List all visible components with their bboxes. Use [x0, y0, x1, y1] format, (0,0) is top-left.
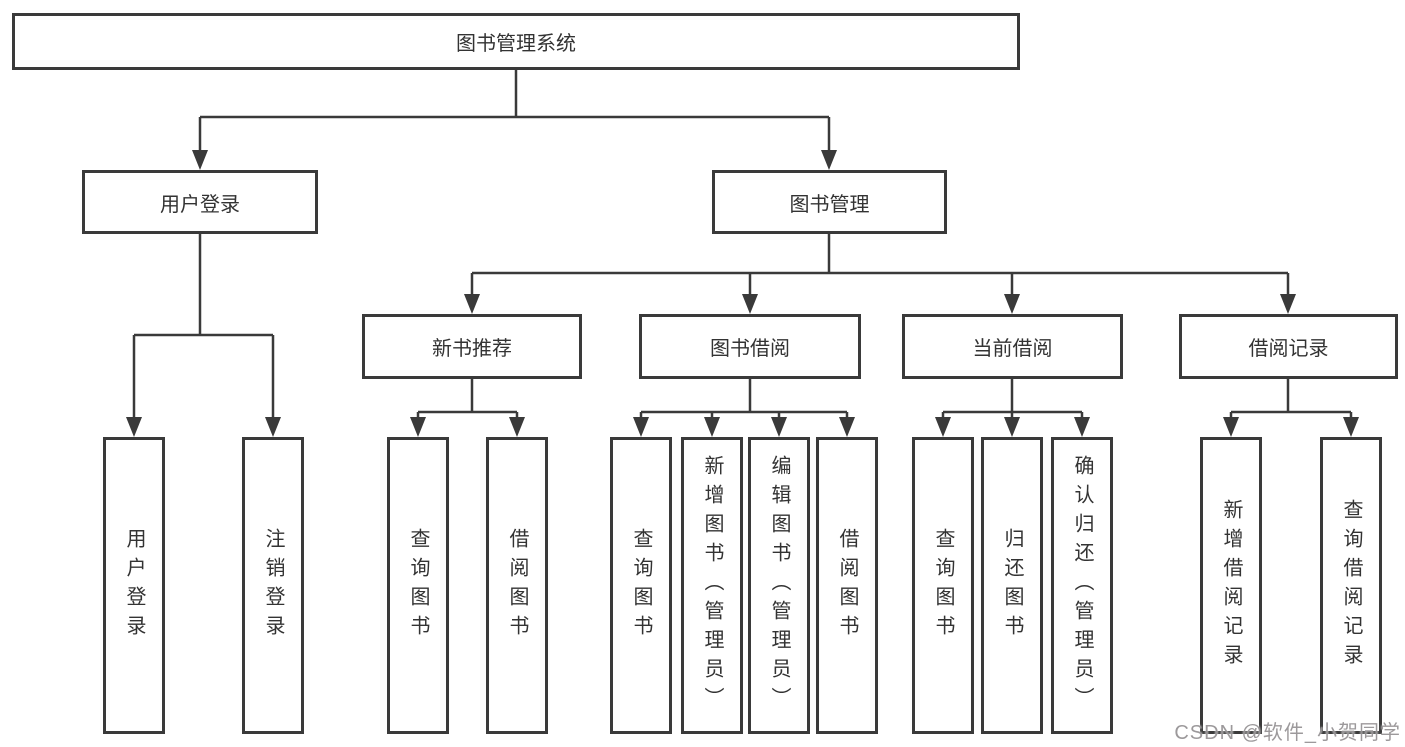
leaf-add-borrow-record-label: 新增借阅记录 — [1220, 498, 1242, 673]
leaf-query-book-3-label: 查询图书 — [932, 527, 954, 644]
leaf-user-login: 用户登录 — [103, 437, 165, 734]
leaf-confirm-return-admin: 确认归还（管理员） — [1051, 437, 1113, 734]
node-book-borrow-label: 图书借阅 — [710, 338, 790, 360]
leaf-query-book-3: 查询图书 — [912, 437, 974, 734]
leaf-edit-book-admin-label: 编辑图书（管理员） — [768, 455, 790, 716]
node-user-login-label: 用户登录 — [160, 193, 240, 216]
node-borrow-record-label: 借阅记录 — [1248, 338, 1329, 360]
leaf-logout: 注销登录 — [242, 437, 304, 734]
leaf-logout-label: 注销登录 — [262, 527, 284, 644]
node-book-management-label: 图书管理 — [789, 193, 870, 216]
leaf-query-book-1: 查询图书 — [387, 437, 449, 734]
leaf-borrow-book-2-label: 借阅图书 — [836, 527, 858, 644]
leaf-query-book-2-label: 查询图书 — [630, 527, 652, 644]
node-new-book-recommend-label: 新书推荐 — [432, 338, 512, 360]
node-current-borrow-label: 当前借阅 — [972, 338, 1053, 360]
node-user-login: 用户登录 — [82, 170, 318, 234]
node-new-book-recommend: 新书推荐 — [362, 314, 582, 379]
node-current-borrow: 当前借阅 — [902, 314, 1123, 379]
csdn-watermark: CSDN @软件_小贺同学 — [1174, 722, 1401, 744]
leaf-query-book-1-label: 查询图书 — [407, 527, 429, 644]
leaf-borrow-book-1-label: 借阅图书 — [506, 527, 528, 644]
leaf-confirm-return-admin-label: 确认归还（管理员） — [1071, 455, 1093, 716]
node-book-borrow: 图书借阅 — [639, 314, 861, 379]
leaf-user-login-label: 用户登录 — [123, 527, 145, 644]
node-book-management: 图书管理 — [712, 170, 947, 234]
arrowheads — [126, 150, 1359, 437]
leaf-add-book-admin-label: 新增图书（管理员） — [701, 455, 723, 716]
leaf-query-book-2: 查询图书 — [610, 437, 672, 734]
leaf-query-borrow-record-label: 查询借阅记录 — [1340, 498, 1362, 673]
node-borrow-record: 借阅记录 — [1179, 314, 1398, 379]
leaf-borrow-book-2: 借阅图书 — [816, 437, 878, 734]
leaf-edit-book-admin: 编辑图书（管理员） — [748, 437, 810, 734]
node-root: 图书管理系统 — [12, 13, 1020, 70]
leaf-add-borrow-record: 新增借阅记录 — [1200, 437, 1262, 734]
leaf-return-book-label: 归还图书 — [1001, 527, 1023, 644]
node-root-label: 图书管理系统 — [456, 33, 576, 55]
leaf-add-book-admin: 新增图书（管理员） — [681, 437, 743, 734]
leaf-borrow-book-1: 借阅图书 — [486, 437, 548, 734]
leaf-return-book: 归还图书 — [981, 437, 1043, 734]
leaf-query-borrow-record: 查询借阅记录 — [1320, 437, 1382, 734]
